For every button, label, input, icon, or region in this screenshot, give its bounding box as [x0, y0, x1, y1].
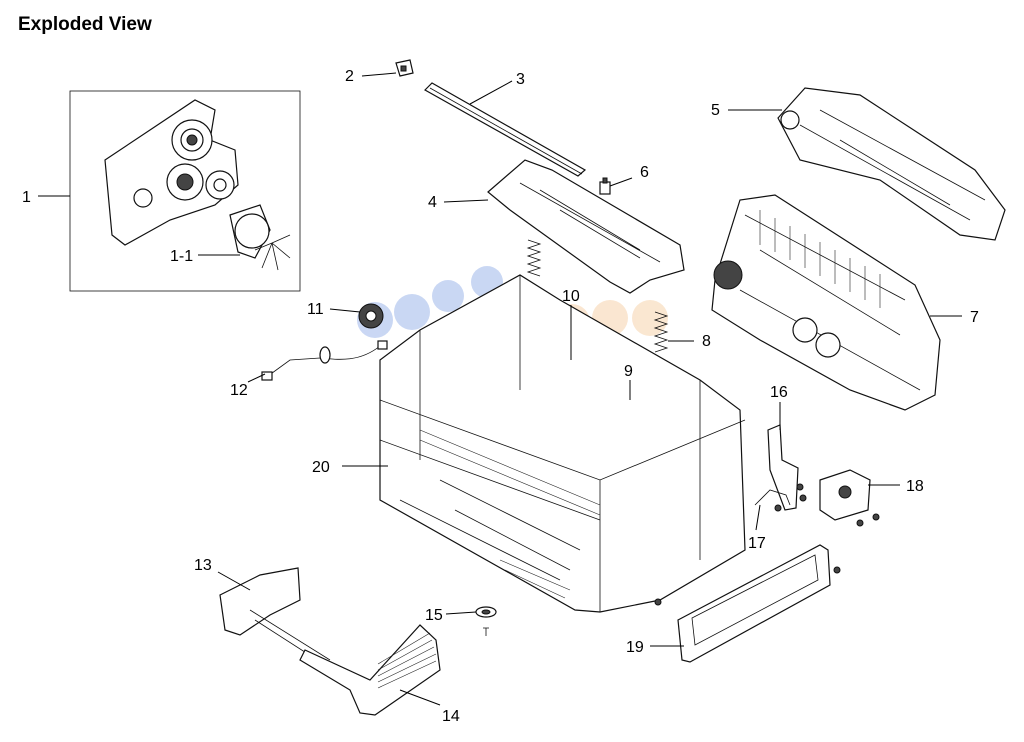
- callout-19: 19: [626, 639, 644, 656]
- foot-part-15: [475, 606, 497, 636]
- callout-18: 18: [906, 478, 924, 495]
- callout-9: 9: [624, 363, 633, 380]
- gear-part-11: [358, 303, 384, 329]
- spring-part-8: [653, 311, 669, 353]
- tray-guide-part-14: [299, 624, 441, 716]
- main-frame-part-20: [379, 274, 746, 613]
- callout-17: 17: [748, 535, 766, 552]
- fuser-unit-part-5: [777, 87, 1006, 241]
- callout-13: 13: [194, 557, 212, 574]
- callout-11: 11: [307, 301, 324, 318]
- drive-assembly-part-1: [69, 90, 301, 292]
- roller-shaft-part-3: [424, 82, 587, 177]
- transfer-frame-part-7: [711, 194, 941, 411]
- spring-upper: [526, 239, 542, 277]
- bracket-part-16: [767, 424, 799, 511]
- callout-1-1: 1-1: [170, 248, 193, 265]
- callout-14: 14: [442, 708, 460, 725]
- bottom-plate-part-19: [654, 544, 841, 663]
- leader-lines: [38, 72, 962, 706]
- callout-12: 12: [230, 382, 248, 399]
- module-part-18: [819, 469, 880, 527]
- harness-part-12: [261, 340, 388, 381]
- callout-6: 6: [640, 164, 649, 181]
- callout-2: 2: [345, 68, 354, 85]
- callout-4: 4: [428, 194, 437, 211]
- callout-3: 3: [516, 71, 525, 88]
- callout-8: 8: [702, 333, 711, 350]
- callout-20: 20: [312, 459, 330, 476]
- callout-labels: 1 1-1 2 3 4 5 6 7 8 9 10 11 12 13 14 15 …: [22, 68, 979, 725]
- callout-1: 1: [22, 189, 31, 206]
- callout-5: 5: [711, 102, 720, 119]
- guide-plate-part-4: [487, 159, 685, 294]
- bolt-part-6: [599, 177, 611, 195]
- side-bracket-part-13: [219, 567, 331, 666]
- callout-7: 7: [970, 309, 979, 326]
- callout-16: 16: [770, 384, 788, 401]
- small-parts-part-17: [754, 483, 807, 512]
- callout-15: 15: [425, 607, 443, 624]
- callout-10: 10: [562, 288, 580, 305]
- clip-part-2: [395, 59, 414, 77]
- page-title: Exploded View: [18, 14, 152, 35]
